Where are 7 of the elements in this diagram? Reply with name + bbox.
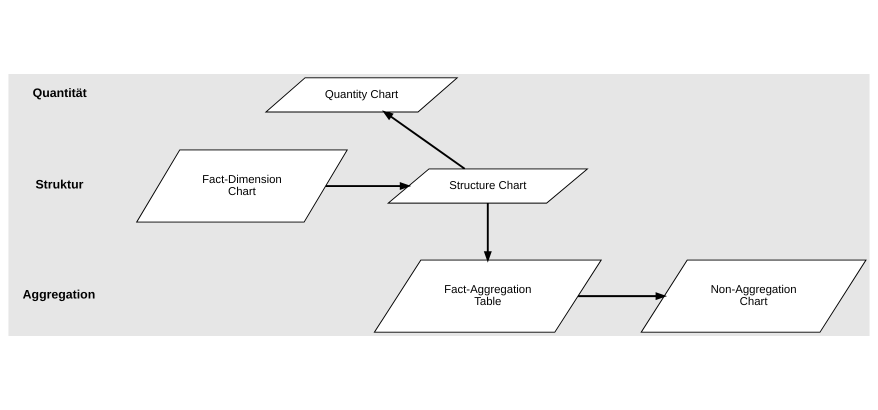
arrow — [382, 110, 466, 170]
label: Quantität — [32, 86, 87, 100]
label: Struktur — [35, 177, 84, 192]
label: Aggregation — [22, 287, 96, 302]
arrow — [326, 182, 412, 190]
arrow — [578, 292, 668, 300]
arrow — [484, 203, 492, 263]
